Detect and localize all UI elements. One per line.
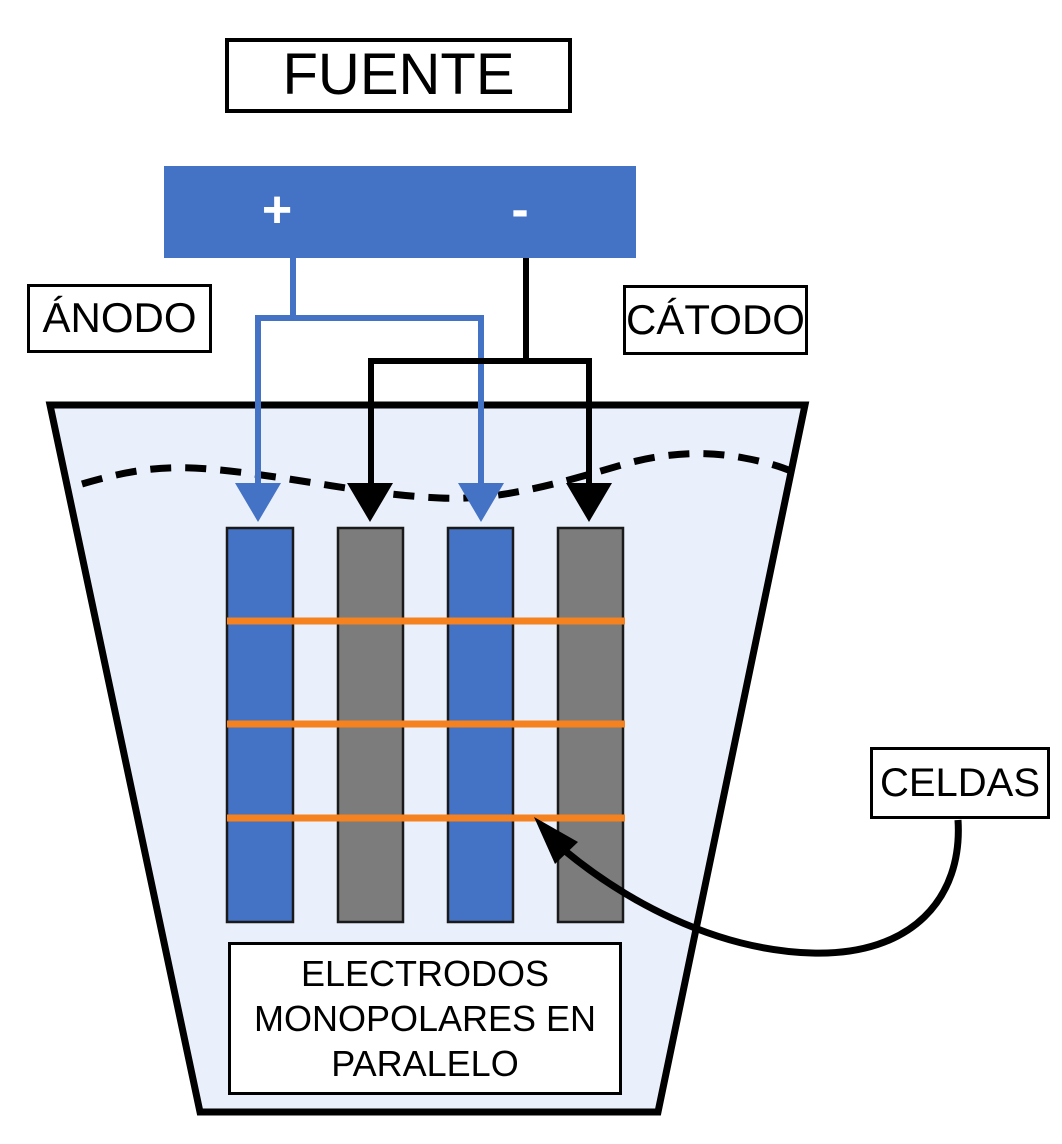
cells-label: CELDAS [879,761,1041,805]
electrodes-caption-box: ELECTRODOS MONOPOLARES EN PARALELO [228,942,622,1095]
anode-arrowhead-2 [458,483,504,522]
anode-label-box: ÁNODO [27,284,212,353]
cathode-wire [368,256,592,486]
celdas-pointer-arrowhead [534,817,578,864]
source-label: FUENTE [282,42,515,108]
cells-label-box: CELDAS [870,747,1050,819]
celdas-pointer-curve [561,819,962,957]
cathode-label: CÁTODO [626,295,805,343]
source-label-box: FUENTE [225,38,572,113]
anode-wire [255,256,484,486]
positive-terminal-label: + [261,180,293,239]
cathode-arrowhead-2 [566,483,612,522]
water-surface-dashed-line [81,450,795,502]
anode-label: ÁNODO [42,294,197,342]
negative-terminal-label: - [511,180,529,239]
anode-arrowhead-1 [235,483,281,522]
cathode-arrowhead-1 [347,483,393,522]
electrodes-caption: ELECTRODOS MONOPOLARES EN PARALELO [253,953,597,1084]
cathode-label-box: CÁTODO [623,285,808,355]
power-terminal-bar: + - [164,166,636,258]
